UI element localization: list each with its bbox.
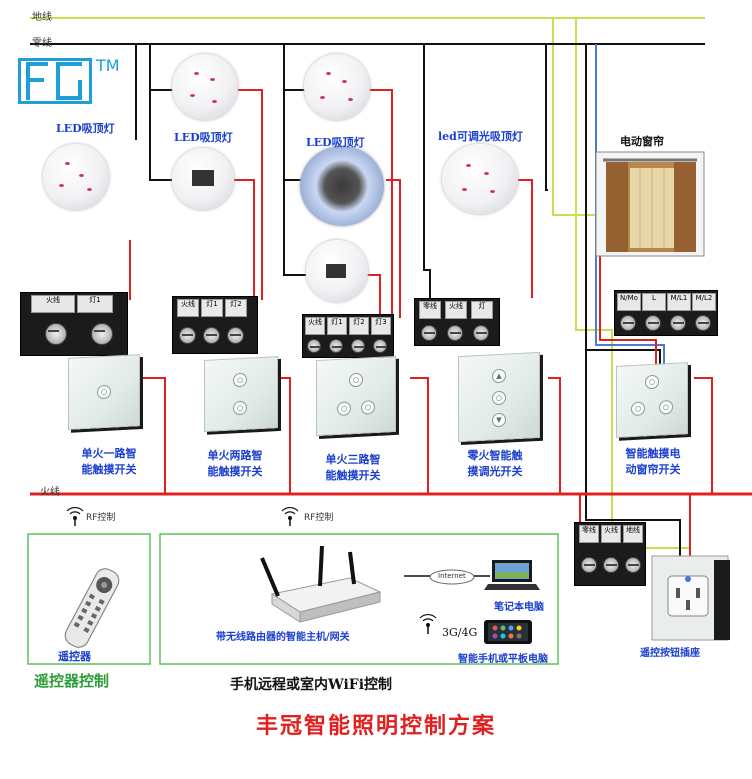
ground-wire-label: 地线 [32,12,52,23]
switch-3-caption-line1: 单火三路智 [325,453,381,466]
ceiling-lamp-2a [172,54,238,120]
terminal-2-label-b: 灯1 [201,299,223,317]
switch-button-icon: ○ [233,400,247,416]
terminal-2-label-a: 火线 [177,299,199,317]
terminal-1-label-a: 火线 [31,295,75,313]
terminal-4-label-b: 火线 [445,301,467,319]
terminal-block-5: N/Mo L M/L1 M/L2 [614,290,718,336]
ground-drop [552,18,598,216]
lamp-2-caption: LED吸顶灯 [174,131,233,144]
touch-dimmer-switch: ▲ ○ ▼ [458,351,540,443]
switch-5-caption: 智能触摸电 动窗帘开关 [608,446,698,478]
main-title: 丰冠智能照明控制方案 [255,713,496,739]
phone-tablet-label: 智能手机或平板电脑 [458,654,548,665]
switch-1-caption-line2: 能触摸开关 [81,463,137,476]
switch-button-icon: ○ [361,400,375,415]
terminal-block-2: 火线 灯1 灯2 [172,296,258,354]
terminal-4-label-c: 灯 [471,301,493,319]
switch-3-caption: 单火三路智 能触摸开关 [308,452,398,484]
switch-button-icon: ○ [233,372,247,388]
switch-3-caption-line2: 能触摸开关 [325,469,381,482]
terminal-block-6: 零线 火线 地线 [574,522,646,586]
switch-4-caption-line2: 摸调光开关 [467,465,523,478]
curtain-open-icon: ○ [645,374,659,390]
ceiling-lamp-2b [172,148,234,210]
lamp-1-caption: LED吸顶灯 [56,122,115,135]
switch-5-caption-line1: 智能触摸电 [625,447,681,460]
touch-curtain-switch: ○ ○ ○ [616,362,688,438]
terminal-5-label-c: M/L1 [667,293,691,311]
switch-4-caption: 零火智能触 摸调光开关 [450,448,540,480]
terminal-6-label-b: 火线 [601,525,621,543]
terminal-6-label-c: 地线 [623,525,643,543]
terminal-block-4: 零线 火线 灯 [414,298,500,346]
switch-4-caption-line1: 零火智能触 [467,449,523,462]
logo: TM [18,56,120,108]
lamp-3-caption: LED吸顶灯 [306,136,365,149]
switch-button-icon: ○ [337,401,351,416]
rf-signal-left-icon [66,507,84,526]
logo-mark [18,58,92,104]
ceiling-lamp-3b [300,146,384,226]
switch-2-caption-line2: 能触摸开关 [207,465,263,478]
switch-2-caption: 单火两路智 能触摸开关 [190,448,280,480]
router-caption: 带无线路由器的智能主机/网关 [216,632,350,643]
touch-switch-1gang: ○ [68,354,140,430]
terminal-5-label-b: L [642,293,666,311]
terminal-3-label-c: 灯2 [349,317,369,335]
curtain-caption: 电动窗帘 [620,135,664,148]
terminal-5-label-d: M/L2 [692,293,716,311]
ceiling-lamp-4 [442,144,518,214]
neutral-wire-label: 零线 [32,38,52,49]
mobile-signal-icon [419,614,437,634]
touch-switch-2gang: ○ ○ [204,356,278,432]
terminal-3-label-d: 灯3 [371,317,391,335]
ceiling-lamp-1 [43,144,109,210]
dimmer-up-icon: ▲ [492,368,506,384]
live-wire-label: 火线 [40,487,60,498]
dimmer-down-icon: ▼ [492,412,506,428]
rf-control-mid-label: RF控制 [304,513,334,523]
wifi-control-title: 手机远程或室内WiFi控制 [230,677,393,693]
terminal-2-label-c: 灯2 [225,299,247,317]
switch-1-caption-line1: 单火一路智 [81,447,137,460]
switch-5-caption-line2: 动窗帘开关 [625,463,681,476]
curtain-close-icon: ○ [659,399,673,415]
laptop-label: 笔记本电脑 [494,602,544,613]
terminal-block-3: 火线 灯1 灯2 灯3 [302,314,394,358]
logo-tm: TM [96,56,120,75]
rf-control-left-label: RF控制 [86,513,116,523]
mobile-network-label: 3G/4G [442,626,478,639]
curtain-stop-icon: ○ [631,401,645,417]
terminal-6-label-a: 零线 [579,525,599,543]
terminal-3-label-a: 火线 [305,317,325,335]
remote-control-title: 遥控器控制 [34,672,110,690]
ceiling-lamp-3a [304,54,370,120]
ceiling-lamp-3c [306,240,368,302]
switch-button-icon: ○ [349,372,363,388]
internet-label: Internet [438,572,466,580]
terminal-3-label-b: 灯1 [327,317,347,335]
terminal-1-label-b: 灯1 [77,295,113,313]
remote-label: 遥控器 [58,650,91,663]
touch-switch-3gang: ○ ○ ○ [316,355,396,437]
socket-label: 遥控按钮插座 [640,648,700,659]
rf-signal-mid-icon [281,507,299,526]
terminal-block-1: 火线 灯1 [20,292,128,356]
switch-2-caption-line1: 单火两路智 [207,449,263,462]
switch-button-icon: ○ [492,390,506,406]
terminal-4-label-a: 零线 [419,301,441,319]
lamp-4-caption: led可调光吸顶灯 [438,130,523,143]
terminal-5-label-a: N/Mo [617,293,641,311]
switch-1-caption: 单火一路智 能触摸开关 [64,446,154,478]
switch-button-icon: ○ [97,384,111,400]
